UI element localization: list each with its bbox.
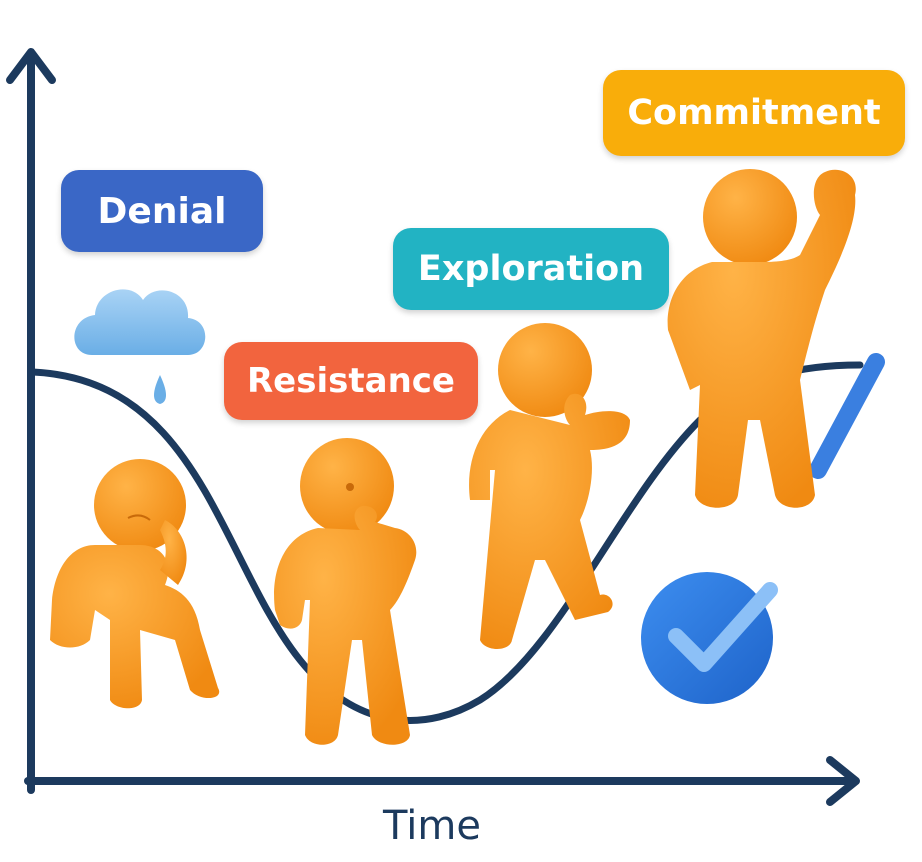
figure-commitment xyxy=(667,169,856,508)
stage-label-resistance: Resistance xyxy=(224,342,478,420)
x-axis-arrowhead xyxy=(826,756,860,806)
rain-cloud-icon xyxy=(74,289,206,404)
label-bg-commitment xyxy=(603,70,905,156)
x-axis-label: Time xyxy=(383,803,481,849)
stage-label-denial: Denial xyxy=(61,170,263,252)
figure-resistance xyxy=(274,438,417,745)
y-axis-arrowhead xyxy=(6,48,56,84)
stage-label-commitment: Commitment xyxy=(603,70,905,156)
stage-label-exploration: Exploration xyxy=(393,228,669,310)
label-bg-resistance xyxy=(224,342,478,420)
checkmark-badge-icon xyxy=(641,572,778,704)
figure-denial xyxy=(50,459,220,709)
checkmark-icon xyxy=(668,582,778,672)
axes xyxy=(6,48,860,806)
label-bg-denial xyxy=(61,170,263,252)
checkmark-stroke-icon xyxy=(809,353,885,479)
label-bg-exploration xyxy=(393,228,669,310)
figure-exploration xyxy=(469,323,630,649)
